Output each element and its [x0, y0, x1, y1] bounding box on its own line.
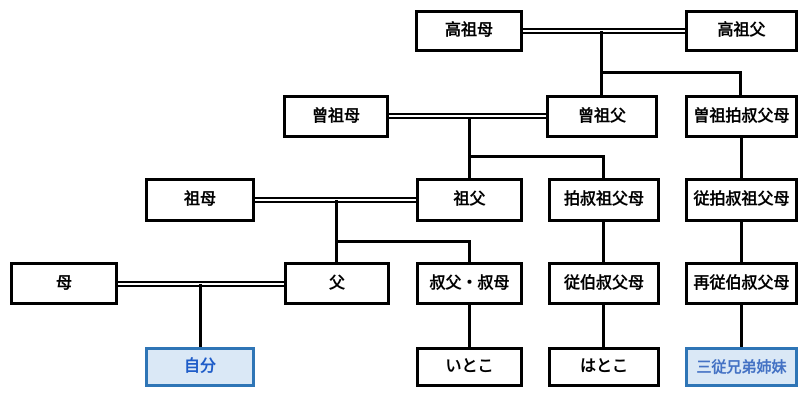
descent-line-to-self [199, 284, 202, 347]
descent-line-to-second-cousin-uncle-aunt [740, 222, 743, 262]
node-first-cousin-uncle-aunt: 従伯叔父母 [548, 262, 660, 305]
descent-line-to-grandfather [468, 118, 471, 178]
node-third-cousin: 三従兄弟姉妹 [685, 347, 798, 387]
node-mother: 母 [10, 262, 118, 305]
node-cousin: いとこ [416, 347, 523, 387]
descent-line-to-grand-uncle-aunt [602, 155, 605, 178]
marriage-line-great-grandparents [389, 113, 546, 119]
marriage-line-great-great-grandparents [523, 28, 685, 34]
node-great-grandfather: 曾祖父 [546, 95, 658, 138]
node-first-cousin-grand-uncle-aunt: 従拍叔祖父母 [685, 178, 798, 222]
sibling-branch-gen1 [600, 71, 742, 74]
descent-line-to-second-cousin [602, 305, 605, 347]
descent-line-to-cousin [468, 305, 471, 347]
node-great-grand-uncle-aunt: 曽祖拍叔父母 [685, 95, 798, 138]
descent-line-to-first-cousin-uncle-aunt [602, 222, 605, 262]
descent-line-to-great-grandfather [600, 31, 603, 95]
descent-line-to-great-grand-uncle-aunt [739, 71, 742, 95]
descent-line-to-uncle-aunt [468, 240, 471, 262]
descent-line-to-first-cousin-grand-uncle-aunt [740, 138, 743, 178]
sibling-branch-gen2 [468, 155, 605, 158]
node-grandmother: 祖母 [145, 178, 255, 222]
sibling-branch-gen3 [335, 240, 471, 243]
node-great-great-grandmother: 高祖母 [415, 10, 523, 52]
node-father: 父 [284, 262, 390, 305]
node-grandfather: 祖父 [416, 178, 523, 222]
node-uncle-aunt: 叔父・叔母 [416, 262, 523, 305]
node-great-great-grandfather: 高祖父 [685, 10, 798, 52]
descent-line-to-third-cousin [740, 305, 743, 347]
node-grand-uncle-aunt: 拍叔祖父母 [548, 178, 660, 222]
descent-line-to-father [335, 200, 338, 262]
node-great-grandmother: 曾祖母 [283, 95, 389, 138]
node-second-cousin-uncle-aunt: 再従伯叔父母 [685, 262, 798, 305]
node-self: 自分 [145, 347, 255, 387]
node-second-cousin: はとこ [548, 347, 660, 387]
